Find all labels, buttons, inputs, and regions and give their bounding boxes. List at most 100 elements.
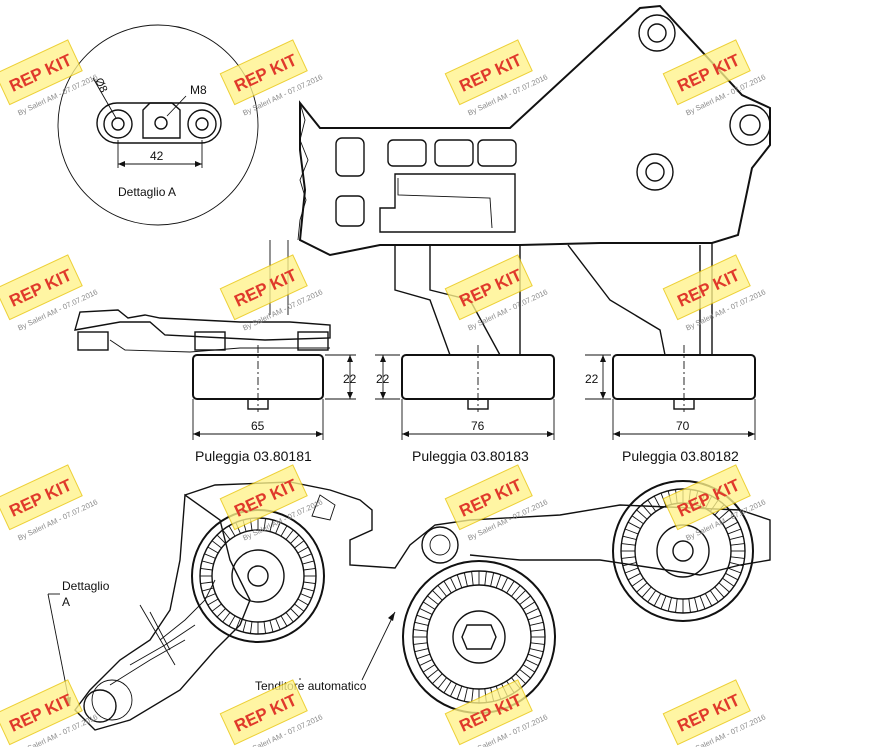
pulley-rib (303, 567, 316, 571)
pulley-2-width: 22 (376, 372, 390, 386)
pulley-rib (729, 535, 744, 540)
pulley-rib (722, 577, 735, 587)
pulley-rib (211, 540, 222, 549)
pulley-rib (727, 528, 742, 535)
pulley-rib (204, 553, 216, 559)
pulley-rib (201, 560, 214, 565)
pulley-rib (725, 521, 739, 530)
pulley-rib (506, 580, 515, 594)
pulley-rib (414, 621, 429, 626)
pulley-rib (263, 621, 267, 634)
pulley-rib (627, 572, 641, 581)
pulley-rib (222, 612, 231, 623)
pulley-rib (200, 567, 213, 571)
pulley-1-diameter: 65 (251, 419, 265, 433)
pulley-rib (269, 519, 274, 532)
pulley-rib (641, 586, 652, 598)
spacing-dimension: 42 (150, 149, 164, 163)
pulley-rib (631, 577, 644, 587)
pulley-rib (242, 620, 247, 633)
pulley-rib (414, 648, 429, 653)
pulley-rib (627, 521, 641, 530)
pulley-rib (636, 509, 648, 520)
bracket-slot-outline (96, 102, 222, 144)
pulley-rib (484, 571, 487, 586)
pulley-rib (456, 685, 463, 700)
pulley-rib (432, 590, 443, 601)
pulley-rib (641, 504, 652, 516)
pulley-rib (422, 664, 436, 673)
pulley-rib (511, 585, 521, 597)
pulley-3-caption: Puleggia 03.80182 (622, 448, 739, 464)
pulley-rib (730, 543, 745, 546)
pulley-rib (432, 673, 443, 684)
hole-8mm (111, 117, 125, 131)
pulley-rib (297, 598, 309, 606)
pulley-rib (207, 546, 219, 554)
pulley-rib (519, 595, 531, 605)
pulley-rib (416, 614, 431, 621)
pulley-rib (714, 586, 725, 598)
pulley-rib (413, 642, 428, 645)
pulley-rib (297, 546, 309, 554)
pulley-rib (285, 612, 294, 623)
pulley-rib (413, 629, 428, 632)
pulley-rib (235, 618, 241, 630)
pulley-rib (699, 595, 706, 610)
pulley-rib (427, 595, 439, 605)
pulley-rib (495, 574, 502, 589)
pulley-rib (624, 528, 639, 535)
pulley-rib (275, 618, 281, 630)
pulley-rib (718, 582, 730, 593)
pulley-rib (249, 621, 253, 634)
pulley-rib (709, 590, 719, 603)
pulley-rib (729, 562, 744, 567)
thread-label: M8 (190, 83, 207, 97)
pulley-rib (519, 669, 531, 679)
pulley-2-caption: Puleggia 03.80183 (412, 448, 529, 464)
pulley-rib (515, 673, 526, 684)
pulley-rib (437, 677, 447, 689)
pulley-rib (422, 601, 436, 610)
pulley-rib (263, 518, 267, 531)
dimensions: 22 22 22 65 76 70 (192, 354, 756, 440)
pulley-rib (201, 587, 214, 592)
pulley-rib (525, 659, 539, 667)
pulley-rib (204, 593, 216, 599)
pulley-rib (269, 620, 274, 633)
pulley-rib (660, 595, 667, 610)
pulley-rib (228, 525, 236, 537)
pulley-rib (419, 607, 433, 615)
pulley-rib (722, 515, 735, 525)
pulley-rib (300, 553, 312, 559)
pulley-rib (529, 648, 544, 653)
pulley-rib (718, 509, 730, 520)
pulley-rib (211, 603, 222, 612)
pulley-rib (463, 687, 468, 702)
pulley-3-width: 22 (585, 372, 599, 386)
mounting-bracket (74, 4, 771, 356)
pulley-rib (280, 615, 288, 627)
pulley-rib (501, 577, 509, 591)
detail-a-title: Dettaglio A (118, 185, 176, 199)
pulley-rib (275, 522, 281, 534)
pulley-rib (694, 597, 699, 612)
pulley-rib (437, 585, 447, 597)
pulley-rib (443, 580, 452, 594)
pulley-rib (653, 593, 662, 607)
pulley-rib (621, 543, 636, 546)
nut-m8 (142, 102, 181, 139)
pulley-rib (647, 499, 657, 512)
pulley-rib (216, 534, 226, 544)
pulley-rib (675, 598, 678, 613)
pulley-rib (222, 529, 231, 540)
pulley-rib (290, 534, 300, 544)
pulley-rib (530, 629, 545, 632)
detail-a-circle (57, 24, 259, 226)
